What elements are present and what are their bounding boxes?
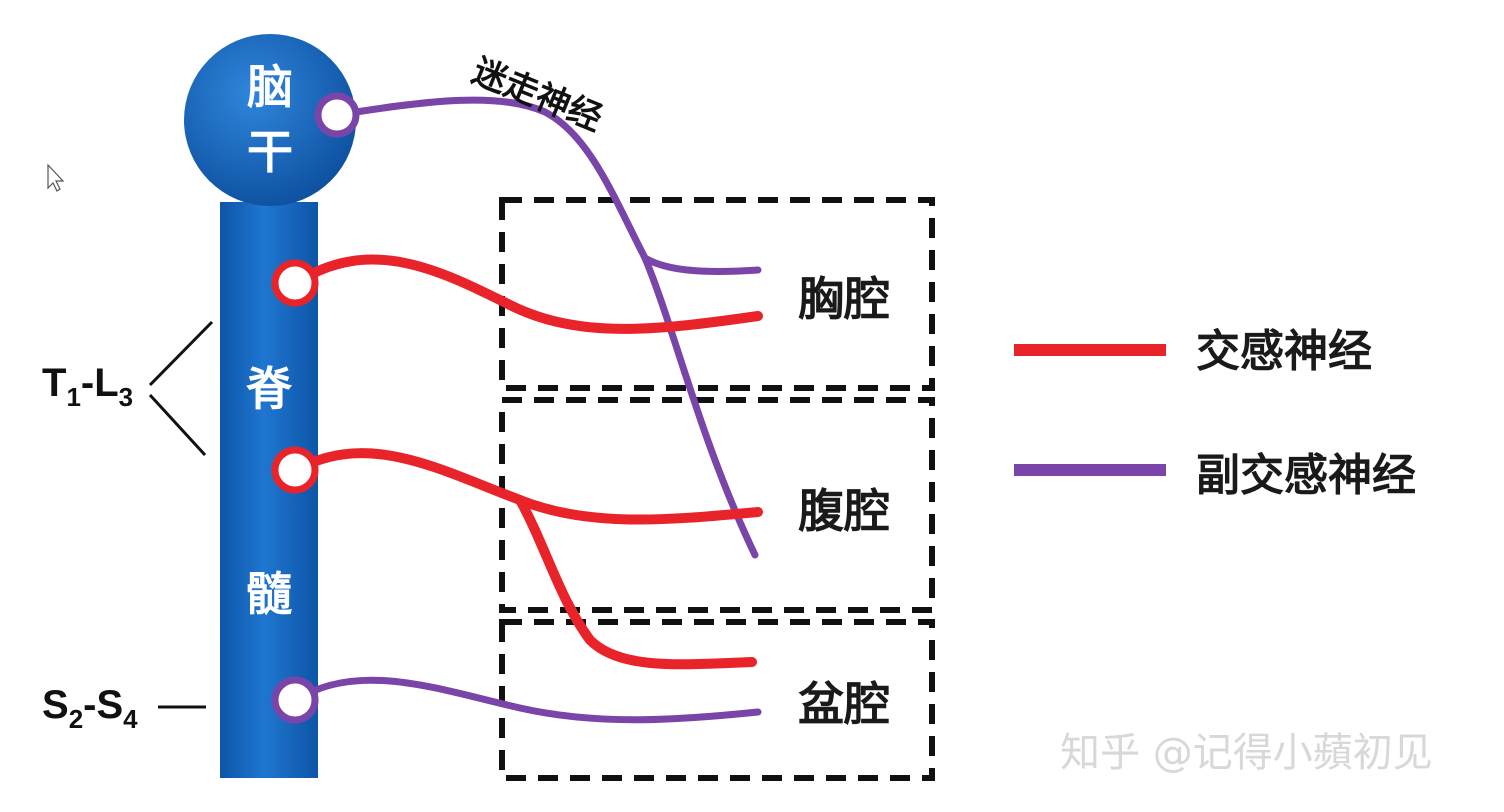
brainstem	[184, 34, 356, 206]
vagus-nerve-label: 迷走神经	[467, 51, 608, 139]
vagus-origin-node	[314, 92, 360, 138]
legend: 交感神经 副交感神经	[1014, 326, 1416, 501]
segment-sacral-b: S	[96, 683, 123, 727]
legend-sympathetic-label: 交感神经	[1196, 326, 1372, 377]
spinal-cord-label-2: 髓	[246, 567, 292, 621]
sympathetic-nerve-pelvic	[515, 495, 757, 670]
segment-thoracolumbar-b: L	[94, 361, 118, 405]
sympathetic-upper-node	[271, 259, 319, 307]
watermark: 知乎 @记得小蘋初见	[1060, 730, 1433, 776]
pelvic-cavity-label: 盆腔	[798, 677, 890, 731]
brainstem-label-1: 脑	[247, 60, 293, 114]
vagus-nerve-main	[333, 96, 759, 559]
segment-sacral-a-sub: 2	[69, 704, 83, 734]
spinal-cord-label-1: 脊	[246, 362, 293, 416]
sympathetic-nerve-thoracic	[291, 254, 763, 334]
pelvic-cavity-box	[499, 619, 935, 781]
svg-text:S2-S4: S2-S4	[42, 683, 138, 734]
abdominal-cavity-label: 腹腔	[798, 484, 890, 538]
brainstem-label-2: 干	[247, 125, 293, 179]
segment-thoracolumbar-a-sub: 1	[66, 382, 80, 412]
segment-sacral-b-sub: 4	[123, 704, 138, 734]
thoracic-cavity-label: 胸腔	[798, 272, 890, 326]
segment-thoracolumbar-a: T	[42, 361, 66, 405]
segment-label-thoracolumbar: T1-L3	[42, 320, 214, 457]
svg-text:T1-L3: T1-L3	[42, 361, 133, 412]
segment-sacral-sep: -	[83, 683, 96, 727]
thoracic-cavity-box	[499, 197, 935, 391]
cursor-icon	[47, 163, 65, 192]
segment-thoracolumbar-sep: -	[81, 361, 94, 405]
segment-sacral-a: S	[42, 683, 69, 727]
segment-thoracolumbar-b-sub: 3	[119, 382, 133, 412]
sacral-parasympathetic-nerve	[292, 676, 762, 724]
sympathetic-lower-node	[271, 446, 319, 494]
legend-parasympathetic-label: 副交感神经	[1196, 450, 1416, 501]
vagus-nerve-thoracic-branch	[641, 254, 762, 275]
sacral-node	[271, 676, 319, 724]
segment-label-sacral: S2-S4	[42, 683, 206, 734]
